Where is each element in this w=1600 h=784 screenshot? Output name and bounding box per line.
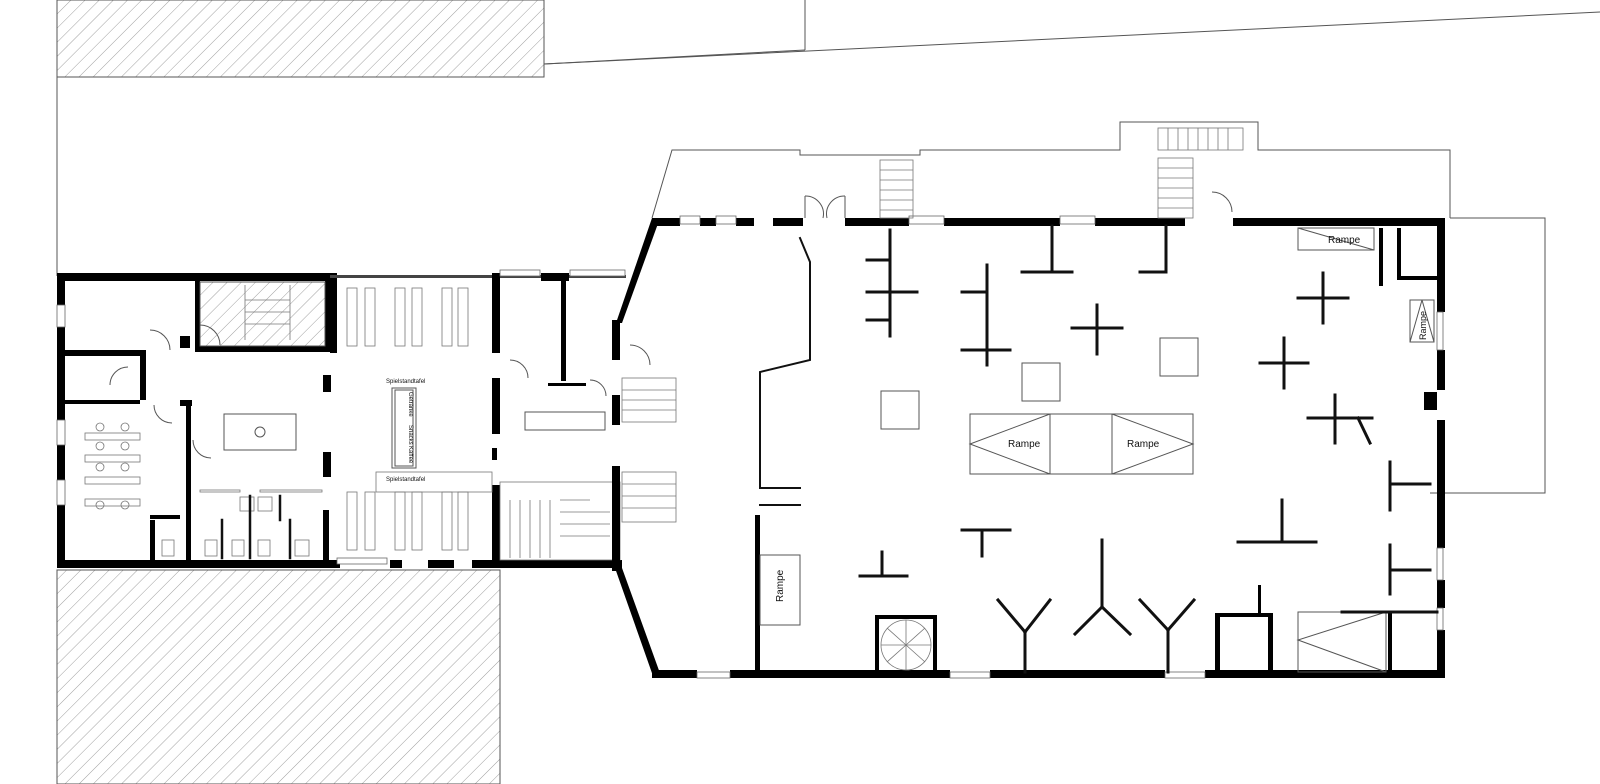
terrace-outline [651,121,1451,219]
label-scoreboard-bottom: Spielstandtafel [386,477,425,483]
label-counter-coffee: Kaffee [407,446,413,464]
left-building-walls [57,273,626,568]
main-hall-interior [755,127,1439,674]
ramp-outline-right [1430,217,1546,494]
label-rampe-center-right: Rampe [1127,439,1160,450]
site-context [56,0,1600,784]
left-building-windows [56,269,626,565]
label-counter-snacks: Snacks [407,425,413,445]
plan-labels: Rampe Rampe Rampe Rampe Rampe Spielstand… [386,235,1428,602]
main-hall-windows [679,215,1444,679]
label-rampe-left-vertical: Rampe [775,569,786,602]
site-line-street [543,11,1600,65]
label-rampe-right-vertical: Rampe [1418,311,1428,340]
label-scoreboard-top: Spielstandtafel [386,379,425,385]
left-building-interior [84,281,677,561]
label-rampe-top-right: Rampe [1328,235,1361,246]
neighbour-building-bottom [56,569,501,784]
site-line-street-2 [543,49,806,65]
label-counter-drinks: Getränke [407,392,413,417]
neighbour-building-top [56,0,545,78]
label-rampe-center-left: Rampe [1008,439,1041,450]
